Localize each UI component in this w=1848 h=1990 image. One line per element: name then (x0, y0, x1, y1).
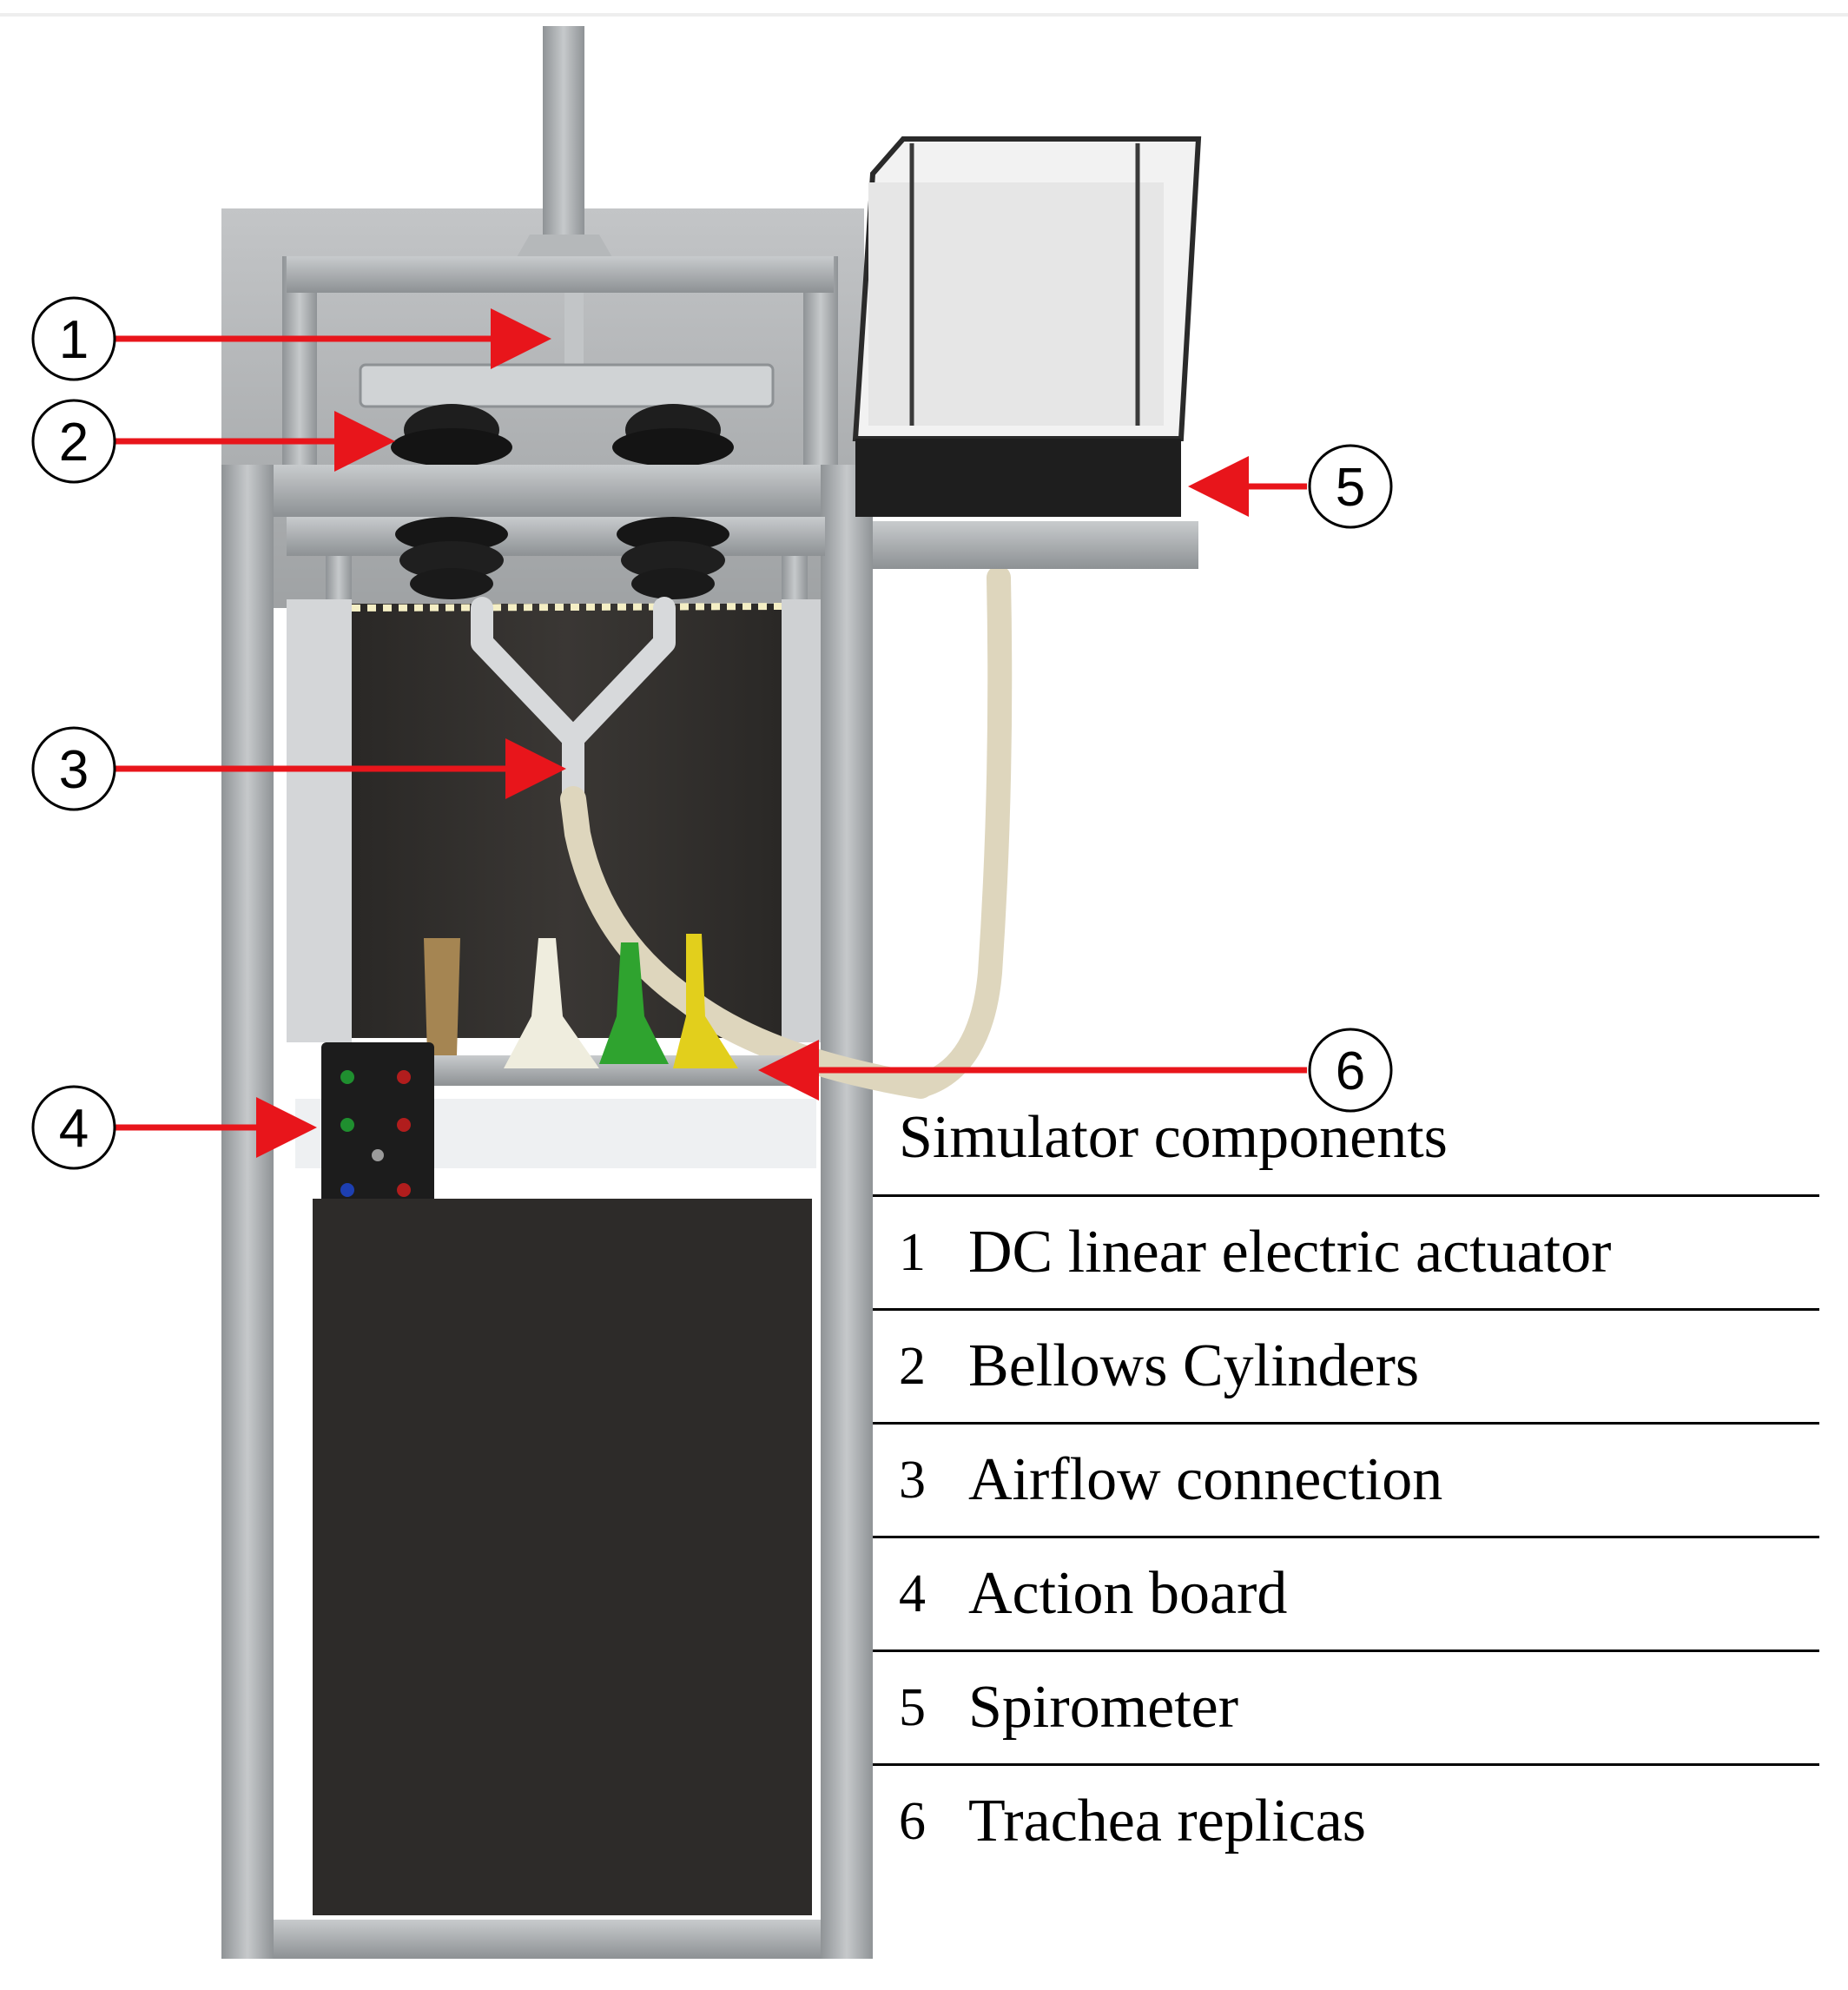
callout-6-number: 6 (1336, 1041, 1365, 1101)
callout-1-number: 1 (59, 310, 89, 370)
callout-1-circle (31, 296, 116, 381)
callout-3: 3 (31, 726, 566, 811)
actuator-pole (543, 26, 584, 265)
callout-2-number: 2 (59, 413, 89, 473)
callout-4-number: 4 (59, 1099, 89, 1159)
component-row-3: 3 Airflow connection (873, 1425, 1819, 1538)
callout-1: 1 (31, 296, 551, 381)
component-row-6: 6 Trachea replicas (873, 1766, 1819, 1877)
component-number: 6 (899, 1791, 926, 1851)
component-label: Airflow connection (968, 1446, 1443, 1513)
component-label: Action board (968, 1560, 1288, 1627)
spirometer-unit (852, 136, 1202, 569)
component-label: DC linear electric actuator (968, 1219, 1612, 1286)
bellows-lower (395, 517, 729, 599)
base-bar (274, 1920, 821, 1959)
callout-6-circle (1308, 1028, 1393, 1113)
cabinet-post-right (821, 465, 873, 1959)
callout-6: 6 (758, 1028, 1393, 1113)
upper-frame-top (287, 256, 834, 293)
component-number: 2 (899, 1336, 926, 1396)
lower-cabinet-panel (313, 1199, 812, 1915)
callout-5: 5 (1188, 444, 1393, 529)
component-label: Spirometer (968, 1674, 1239, 1741)
component-number: 5 (899, 1677, 926, 1737)
callout-2-circle (31, 399, 116, 484)
component-number: 1 (899, 1222, 926, 1282)
component-row-1: 1 DC linear electric actuator (873, 1197, 1819, 1311)
trachea-replicas (424, 934, 738, 1068)
component-row-2: 2 Bellows Cylinders (873, 1311, 1819, 1425)
top-rule (0, 13, 1848, 17)
callout-4-circle (31, 1085, 116, 1170)
cabinet-crossbar-mid (287, 517, 825, 556)
cabinet-post-left (221, 465, 274, 1959)
component-number: 3 (899, 1450, 926, 1510)
actuator-plate (359, 363, 775, 408)
actuator-arm (564, 293, 584, 371)
callout-4: 4 (31, 1085, 317, 1170)
component-label: Trachea replicas (968, 1788, 1367, 1854)
callout-3-circle (31, 726, 116, 811)
bellows-upper (391, 404, 734, 466)
components-table-title: Simulator components (873, 1081, 1819, 1197)
action-board (321, 1042, 434, 1216)
component-number: 4 (899, 1564, 926, 1623)
components-table: Simulator components 1 DC linear electri… (873, 1081, 1819, 1877)
chamber-side-right (782, 599, 821, 1042)
spirometer-tube (908, 565, 1013, 1098)
cabinet-crossbar-top (221, 465, 868, 517)
component-row-4: 4 Action board (873, 1538, 1819, 1652)
callout-2: 2 (31, 399, 395, 484)
component-row-5: 5 Spirometer (873, 1652, 1819, 1766)
callout-5-circle (1308, 444, 1393, 529)
chamber-side-light (287, 599, 352, 1042)
callout-3-number: 3 (59, 740, 89, 800)
component-label: Bellows Cylinders (968, 1332, 1420, 1399)
callout-5-number: 5 (1336, 458, 1365, 518)
